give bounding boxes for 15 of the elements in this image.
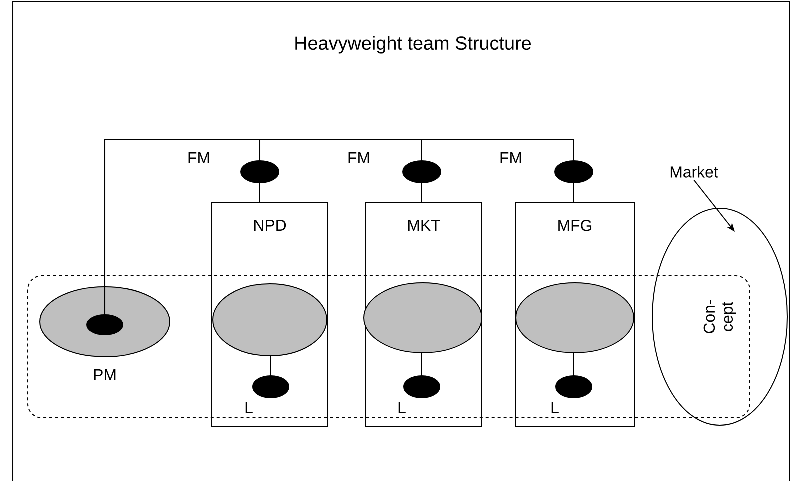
role-label: L — [246, 402, 253, 414]
connector-line — [104, 140, 574, 315]
role-label: L — [552, 402, 559, 414]
role-label: PM — [94, 370, 116, 380]
role-label: FM — [500, 152, 522, 164]
title: Heavyweight team Structure — [296, 36, 531, 54]
team-ellipse — [516, 282, 634, 354]
team-ellipse — [212, 284, 328, 356]
role-label: FM — [188, 152, 210, 164]
role-label: FM — [348, 152, 370, 164]
team-ellipse — [364, 282, 482, 354]
role-label: L — [398, 402, 406, 414]
connector-line — [270, 356, 272, 376]
market-label: Market — [670, 166, 718, 178]
member-dot — [86, 314, 124, 336]
